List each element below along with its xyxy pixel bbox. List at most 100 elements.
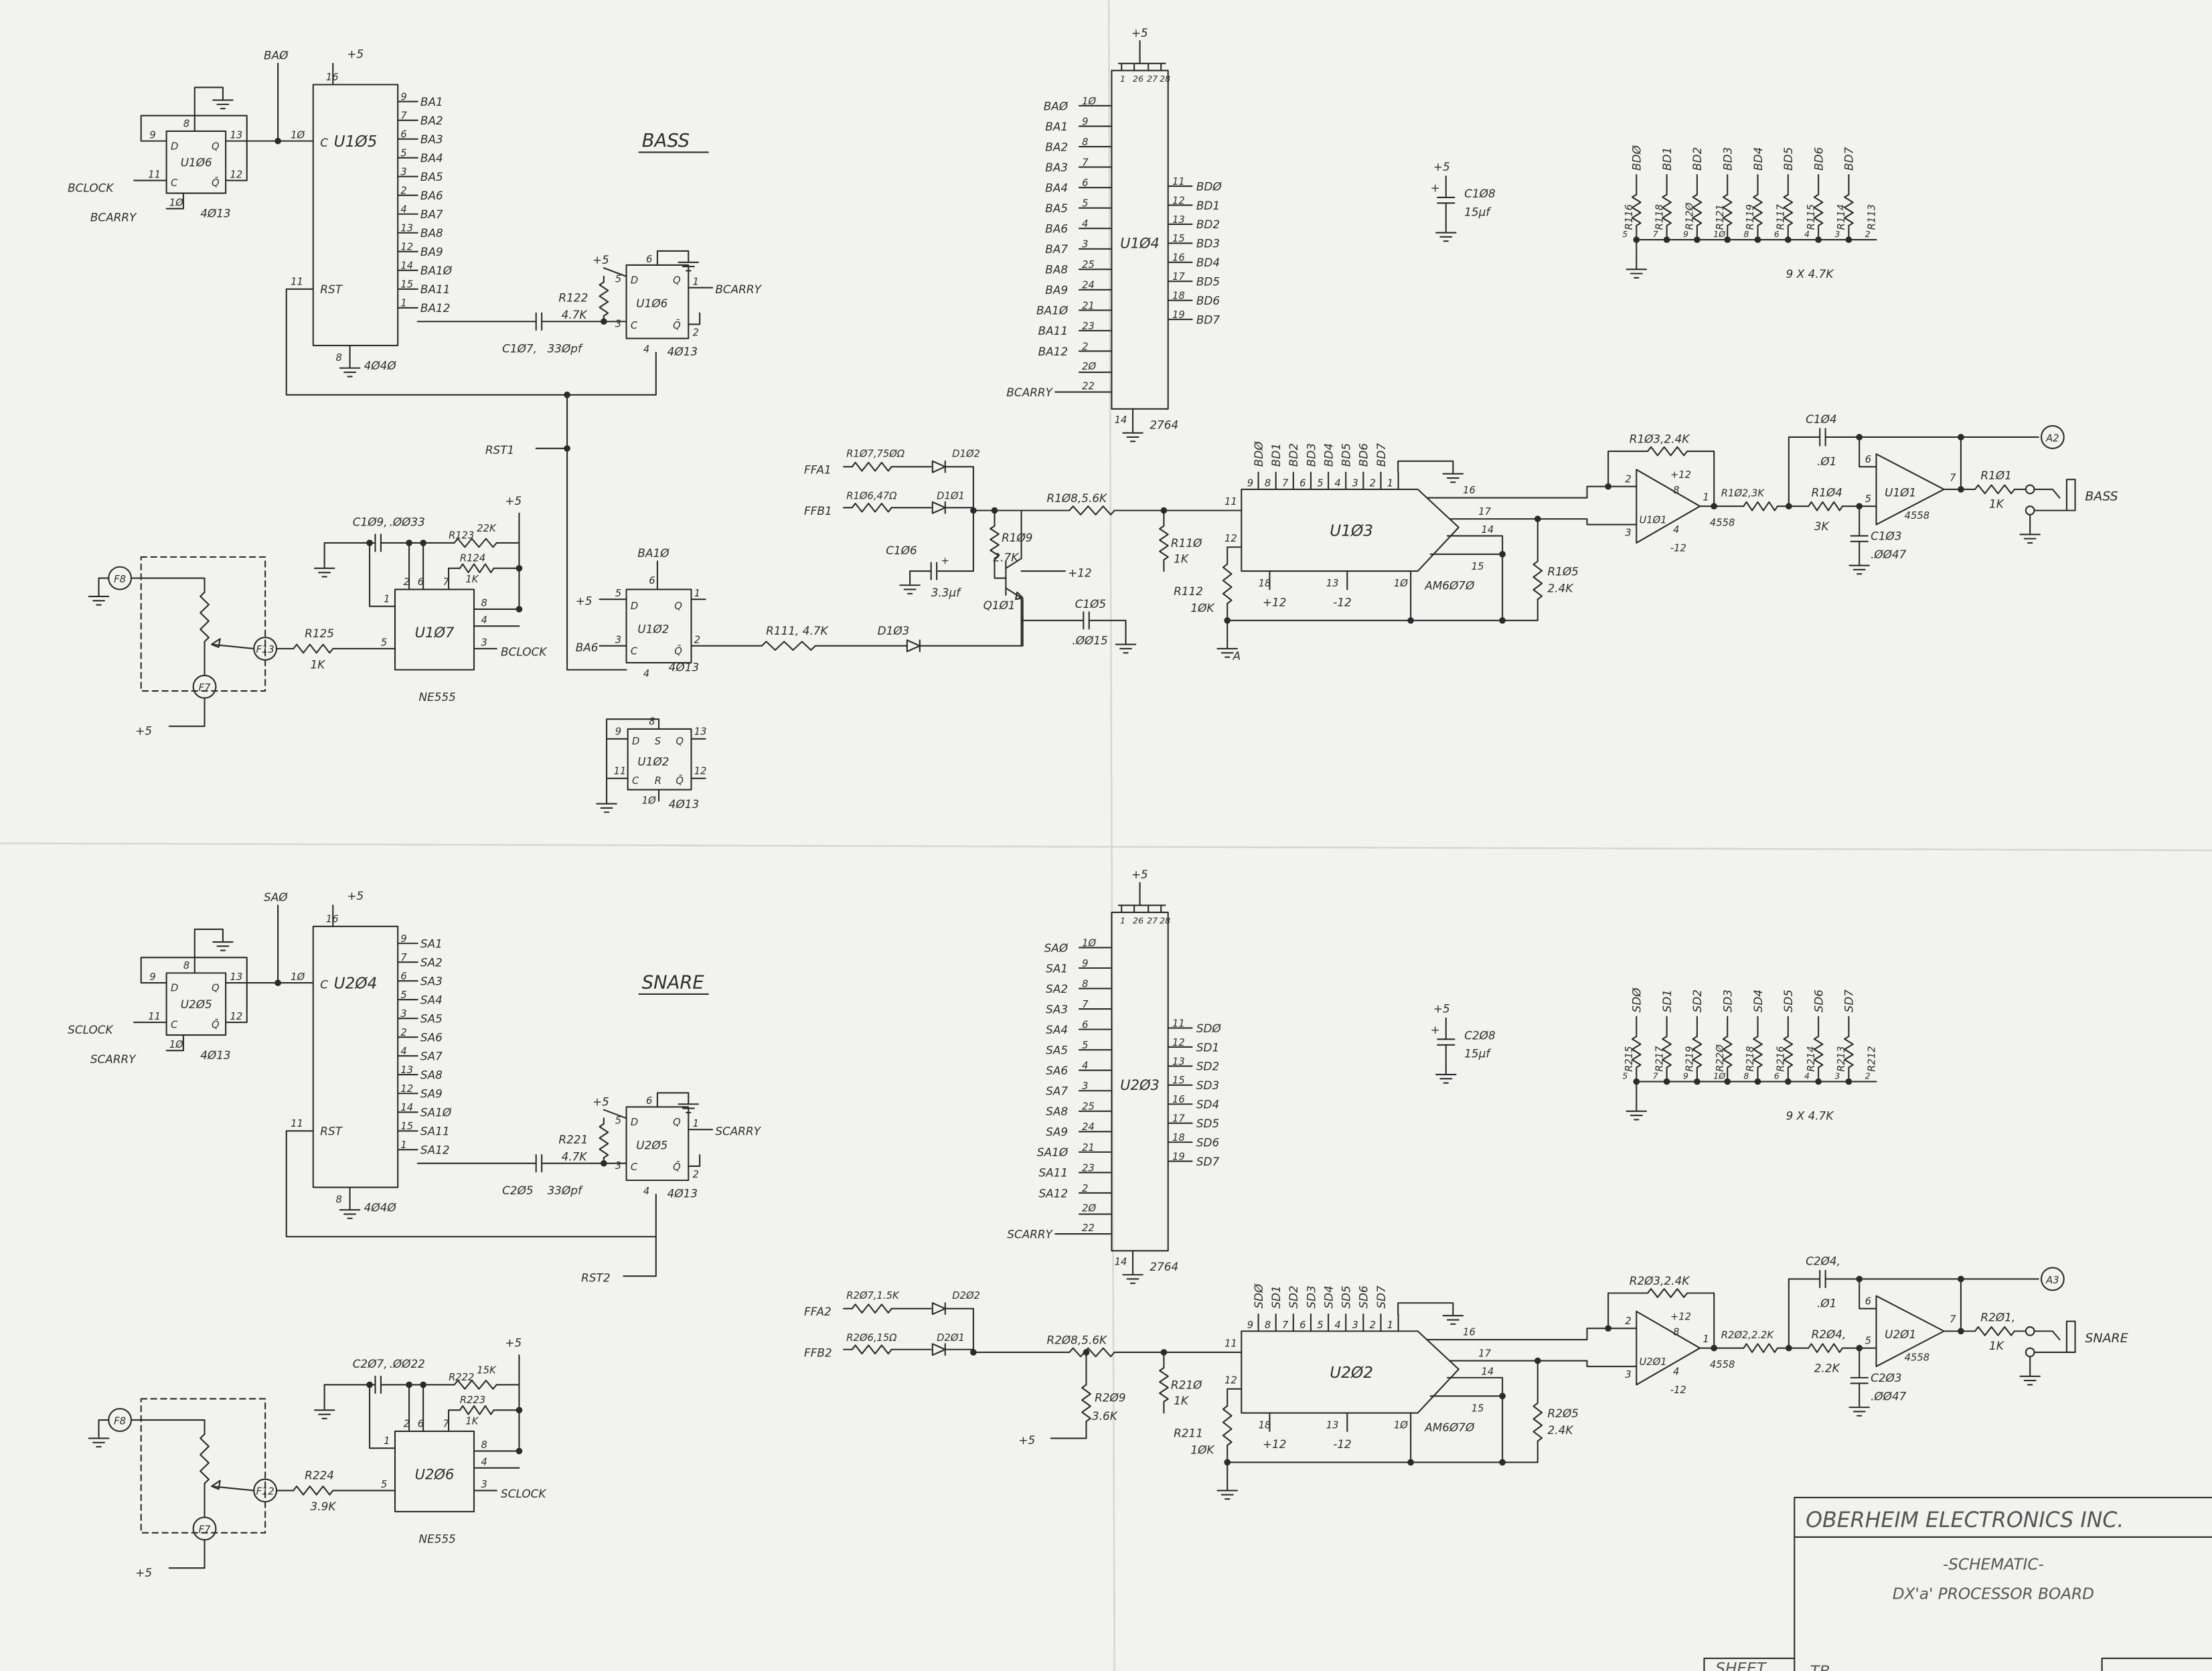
carry-label: BCARRY	[90, 211, 137, 224]
pin-number: 12	[694, 765, 707, 777]
eprom-supply: +5	[1131, 26, 1148, 39]
junction-dot	[1724, 1078, 1731, 1085]
pin-number: 7	[1653, 1070, 1658, 1081]
pin-number: 4	[481, 1456, 487, 1467]
pin-number: 26	[1133, 916, 1143, 926]
carry-output-label: SCARRY	[715, 1125, 761, 1138]
eprom-carry-label: SCARRY	[1007, 1227, 1053, 1241]
pin-label: RST	[320, 283, 343, 296]
pin-number: 6	[1774, 1070, 1780, 1081]
eprom-address-label: SA6	[1046, 1064, 1068, 1077]
resistor-network-element	[1844, 1036, 1854, 1068]
output-jack-icon	[2065, 1320, 2076, 1354]
junction-dot	[1754, 1078, 1761, 1085]
eprom-data-label: SD5	[1196, 1117, 1219, 1130]
counter-ref: U1Ø5	[334, 133, 378, 151]
resistor-network-element	[1631, 1036, 1642, 1068]
dac-data-label: SD3	[1304, 1285, 1318, 1308]
opamp-part: 4558	[1905, 510, 1930, 522]
resistor-reference	[1222, 563, 1233, 605]
data-line-label: SD3	[1721, 989, 1735, 1012]
pin-number: 3	[1082, 239, 1088, 250]
resistor-ref: R215	[1624, 1046, 1635, 1071]
pin-number: 8	[1743, 1070, 1749, 1081]
resistor-ref: R1Ø4	[1812, 485, 1842, 499]
resistor-label: R2Ø8,5.6K	[1047, 1333, 1109, 1346]
opamp-ref: U2Ø1	[1640, 1356, 1667, 1368]
resistor-ref: R123	[449, 530, 474, 542]
pin-number: 14	[1115, 414, 1127, 426]
resistor-series	[1069, 505, 1115, 515]
pin-number: 11	[148, 1011, 161, 1022]
resistor-value: 15K	[477, 1365, 497, 1376]
capacitor-value: 33Øpf	[548, 1184, 584, 1197]
data-line-label: BD5	[1782, 147, 1795, 171]
pin-number: 2	[400, 185, 406, 197]
sheet-label: SHEET	[1715, 1660, 1767, 1671]
eprom-address-label: SA5	[1046, 1043, 1068, 1056]
resistor-ref: R124	[460, 552, 485, 564]
wire	[688, 312, 701, 325]
address-output-label: BA3	[420, 133, 443, 146]
data-line-label: SD1	[1660, 989, 1674, 1012]
wire	[165, 192, 184, 210]
timer-ref: U1Ø7	[415, 624, 455, 641]
supply-label: +12	[1263, 596, 1287, 609]
resistor-load	[1532, 1402, 1543, 1442]
pin-number: 4	[1334, 478, 1340, 489]
flipflop-part: 4Ø13	[669, 797, 699, 811]
address-output-label: SA11	[420, 1125, 450, 1138]
pin-number: 3	[1834, 229, 1840, 239]
resistor-label: R2Ø2,2.2K	[1721, 1330, 1775, 1341]
trimmer-outline	[140, 556, 266, 692]
trimmer-outline	[140, 1398, 266, 1534]
resistor-network-element	[1753, 1036, 1763, 1068]
eprom-data-label: SD6	[1196, 1135, 1219, 1149]
junction-dot	[564, 391, 570, 398]
trigger-input-label: FFA2	[804, 1305, 832, 1318]
address-output-label: SA3	[420, 974, 443, 987]
resistor-label: R1Ø8,5.6K	[1047, 491, 1109, 505]
pin-number: 9	[615, 726, 621, 737]
pin-number: 6	[1299, 478, 1306, 489]
address-output-label: SA5	[420, 1012, 443, 1026]
flipflop-part: 4Ø13	[667, 345, 698, 358]
wire	[448, 1409, 461, 1432]
resistor-label: R2Ø6,15Ω	[846, 1332, 897, 1344]
capacitor-filter-1	[1819, 428, 1826, 447]
resistor-ref: R114	[1836, 204, 1847, 230]
resistor-filter-1	[1743, 1343, 1779, 1354]
dac-data-label: SD7	[1374, 1285, 1388, 1309]
supply-label: -12	[1333, 596, 1352, 609]
pin-label: C	[320, 136, 328, 149]
ground-icon	[1626, 261, 1648, 279]
wire	[1427, 485, 1638, 499]
flipflop-part: 4Ø13	[669, 661, 699, 674]
capacitor-value: 15µf	[1464, 205, 1492, 218]
pin-number: 3	[481, 1479, 487, 1490]
eprom-carry-label: BCARRY	[1006, 386, 1053, 399]
pin-number: 1	[400, 1139, 406, 1151]
eprom-address-label: SA7	[1046, 1085, 1068, 1098]
pin-number: 2	[1865, 229, 1871, 239]
pin-label-q: Q	[212, 983, 220, 994]
resistor-label: R111, 4.7K	[766, 624, 829, 637]
trigger-input-label: FFB2	[804, 1346, 832, 1359]
resistor-value: 1K	[1989, 1339, 2005, 1352]
pot-terminal-wiper: F13	[256, 644, 274, 655]
wire	[98, 577, 110, 590]
capacitor-c107	[535, 312, 543, 331]
pin-number: 2	[1370, 1320, 1376, 1331]
junction-dot	[516, 1447, 523, 1455]
pin-number: 1	[1120, 916, 1125, 926]
ground-icon	[596, 796, 617, 813]
wire	[1788, 1278, 1821, 1349]
resistor-ref: R112	[1174, 584, 1203, 598]
pot-terminal-bottom: F7	[199, 682, 211, 694]
dac-data-label: BD3	[1304, 443, 1318, 467]
counter-part: 4Ø4Ø	[364, 359, 397, 372]
pin-number: 7	[1082, 157, 1089, 168]
pin-number: 12	[400, 242, 413, 253]
eprom-data-label: SD7	[1196, 1155, 1220, 1168]
resistor-value: 22K	[477, 523, 497, 534]
